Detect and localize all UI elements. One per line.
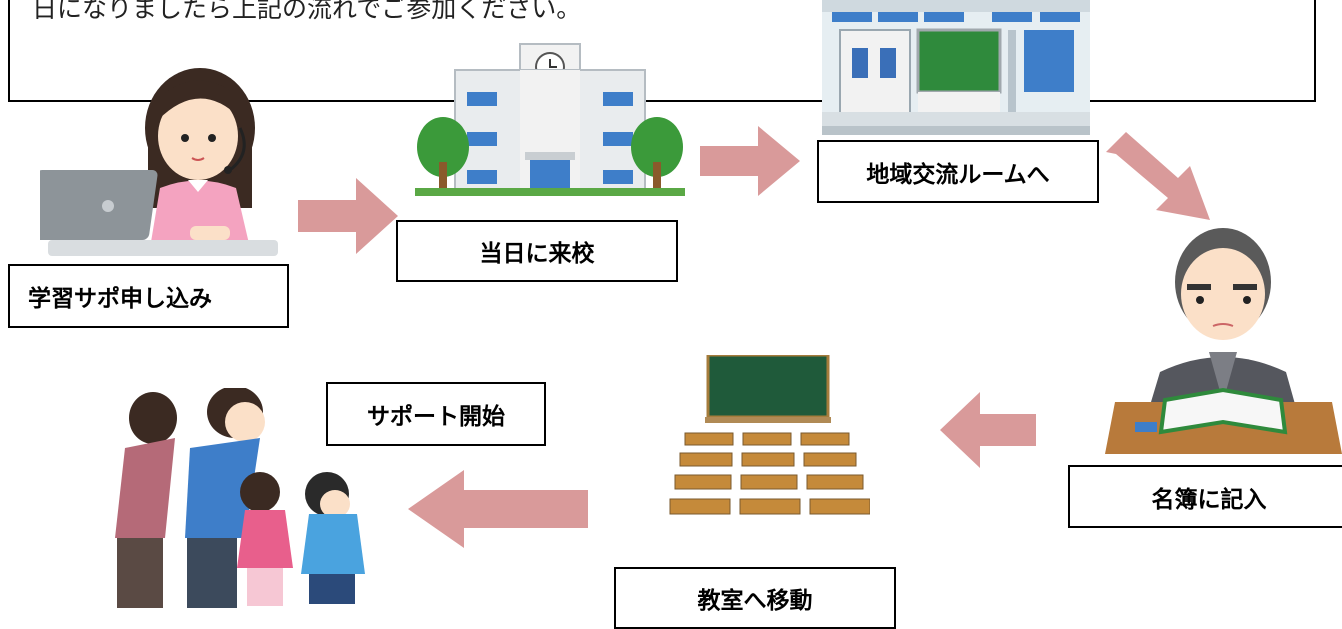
operator-with-laptop-icon [40,68,278,256]
room-interior-icon [822,0,1090,135]
step-room-label: 地域交流ルームへ [817,140,1099,203]
man-writing-in-book-icon [1105,228,1342,454]
arrow-room-to-register [1106,132,1210,220]
arrow-visit-to-room [700,126,800,196]
step-start-label: サポート開始 [326,382,546,446]
step-visit-label: 当日に来校 [396,220,678,282]
step-apply-label: 学習サポ申し込み [8,264,289,328]
classroom-desks-icon [669,355,870,515]
arrow-register-to-classroom [940,392,1036,468]
family-bowing-icon [115,388,365,608]
step-classroom-label: 教室へ移動 [614,567,896,629]
step-register-label: 名簿に記入 [1068,465,1342,528]
arrow-classroom-to-start [408,470,588,548]
instruction-text: 日になりましたら上記の流れでご参加ください。 [32,0,582,23]
school-building-icon [415,43,685,196]
arrow-apply-to-visit [298,178,398,254]
